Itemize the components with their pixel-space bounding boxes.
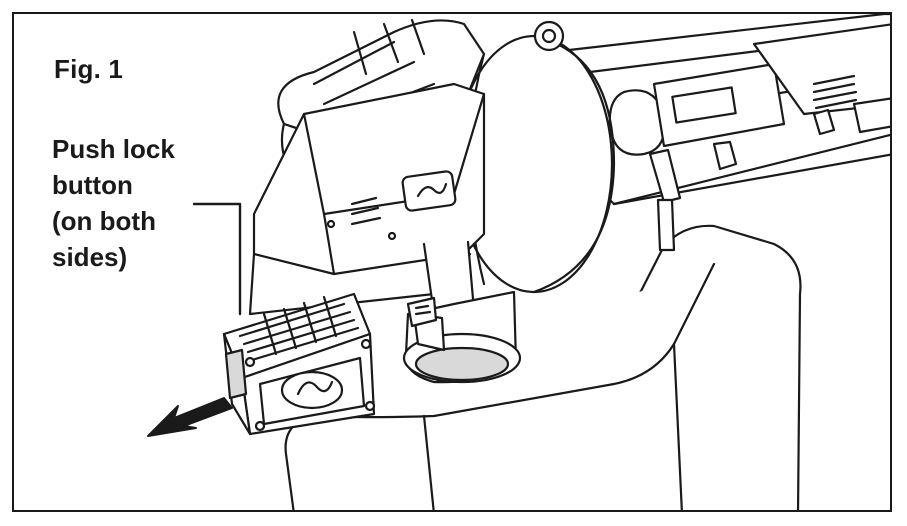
blower-tube	[532, 14, 890, 206]
removal-arrow-icon	[147, 397, 233, 437]
outlet-collar	[402, 290, 522, 384]
figure-frame: Fig. 1 Push lock button (on both sides)	[12, 12, 892, 512]
callout-line-3: (on both	[52, 206, 156, 236]
main-housing	[248, 82, 486, 316]
callout-line-2: button	[52, 170, 133, 200]
callout-leader	[192, 202, 242, 316]
battery-pack	[222, 292, 376, 436]
callout-line-1: Push lock	[52, 134, 175, 164]
fan-housing	[454, 20, 676, 294]
callout-line-4: sides)	[52, 242, 128, 272]
push-lock-callout: Push lock button (on both sides)	[52, 131, 175, 275]
blower-illustration	[147, 14, 890, 510]
figure-label: Fig. 1	[54, 54, 124, 84]
